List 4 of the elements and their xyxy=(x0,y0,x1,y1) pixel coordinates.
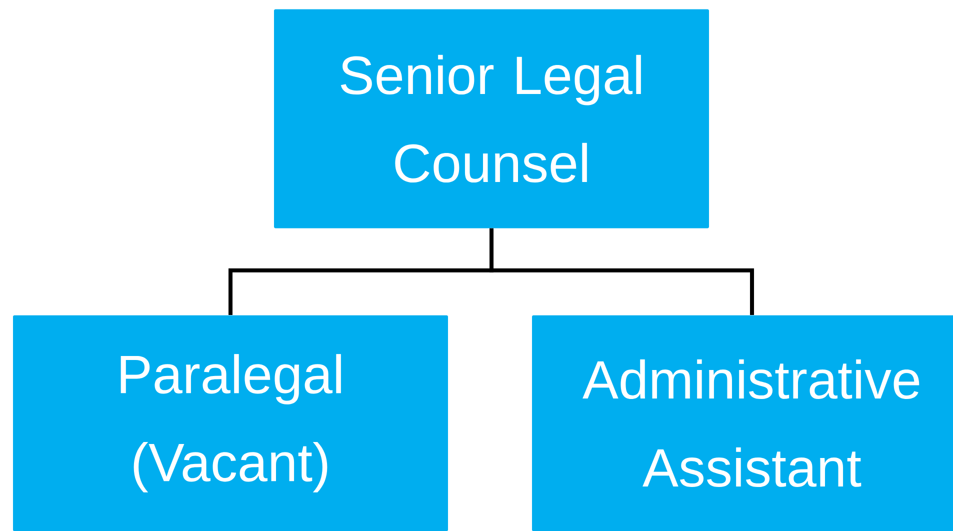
connector-line xyxy=(490,228,754,315)
org-box: Senior Legal Counsel xyxy=(274,9,709,228)
org-box: Administrative Assistant xyxy=(532,315,953,531)
org-box: Paralegal (Vacant) xyxy=(13,315,448,531)
